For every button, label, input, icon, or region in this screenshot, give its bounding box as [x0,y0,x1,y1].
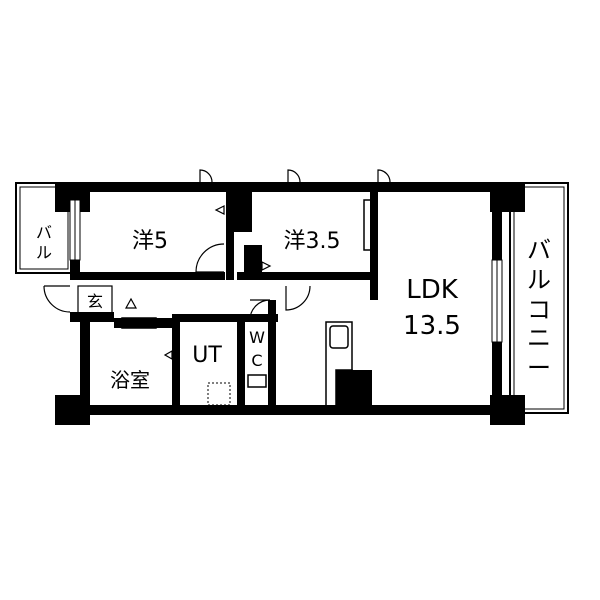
balcony-right-char-2: ル [527,266,551,294]
room-label-ldk-size: 13.5 [403,311,461,341]
windows [69,199,503,343]
room-label-entrance: 玄 [87,292,103,311]
door-markers [124,205,272,361]
balcony-right-char-3: コ [527,296,551,324]
room-label-toilet-w: W [249,328,265,347]
balcony-right-char-1: バ [527,236,551,264]
room-label-utility: UT [192,343,222,368]
room-label-ldk-name: LDK [406,275,459,305]
doors [43,169,391,321]
right-balcony [509,182,569,414]
entrance-step [121,317,157,329]
balcony-right-char-5: ー [527,354,551,382]
room-label-toilet-c: C [251,351,262,370]
closets [233,199,375,276]
balcony-left-char-1: バ [36,223,52,242]
entrance-area [77,285,113,315]
room-label-western-5: 洋5 [132,229,168,254]
room-label-western-3-5: 洋3.5 [284,229,341,254]
room-label-bath: 浴室 [110,368,150,392]
washer-pan [207,382,231,406]
balcony-right-char-4: ニ [527,324,551,352]
balcony-left-char-2: ル [36,243,52,262]
wc-fixture [247,374,267,388]
kitchen-counter [325,321,353,409]
